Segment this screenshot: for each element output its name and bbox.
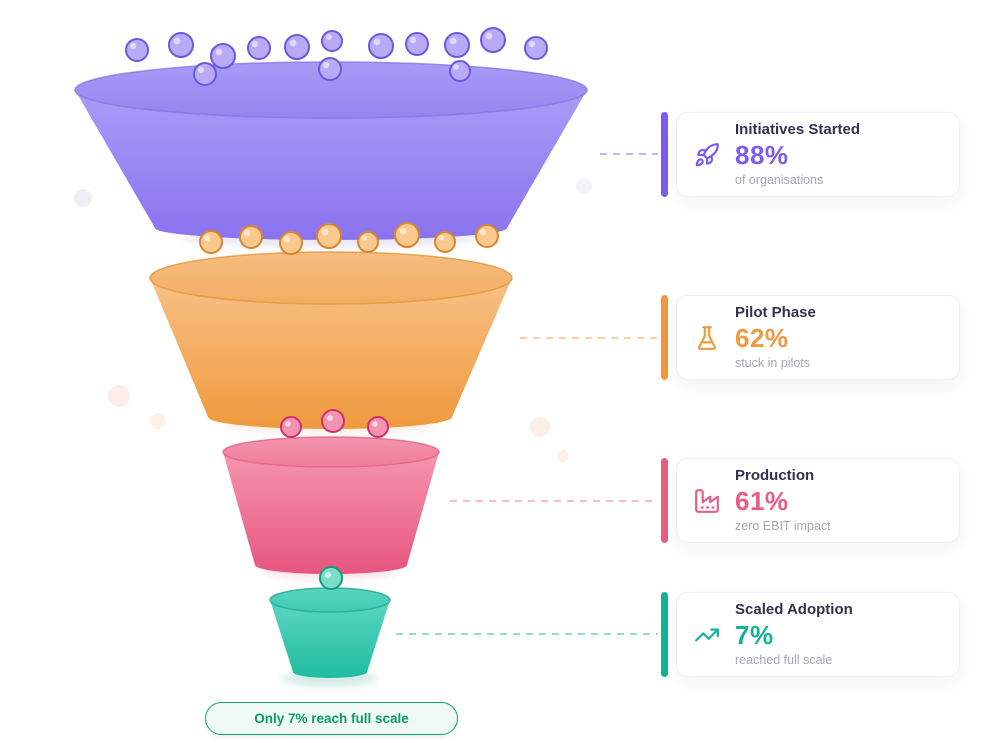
stage-title: Production	[735, 467, 815, 485]
stage-description: zero EBIT impact	[735, 518, 831, 533]
stage-value: 7%	[735, 619, 774, 650]
factory-icon	[692, 488, 722, 514]
flask-icon	[692, 325, 722, 351]
stage-value: 61%	[735, 485, 789, 516]
summary-badge: Only 7% reach full scale	[205, 702, 458, 735]
stage-title: Initiatives Started	[735, 121, 861, 139]
trend-up-icon	[692, 622, 722, 648]
rocket-icon	[692, 142, 722, 168]
stage-description: of organisations	[735, 172, 824, 187]
bubbles-initiatives	[125, 27, 548, 86]
bubbles-production	[280, 409, 389, 438]
stage-card-scaled: Scaled Adoption 7% reached full scale	[676, 592, 960, 677]
bubbles-pilot	[199, 222, 499, 255]
funnel-stage-scaled	[269, 587, 391, 678]
stage-card-initiatives: Initiatives Started 88% of organisations	[676, 112, 960, 197]
funnel-stage-initiatives	[74, 61, 588, 240]
funnel-stage-pilot	[149, 251, 513, 429]
stage-value: 88%	[735, 139, 789, 170]
accent-bar-production	[661, 458, 668, 543]
funnel-stage-production	[222, 436, 440, 574]
stage-title: Scaled Adoption	[735, 601, 853, 619]
stage-title: Pilot Phase	[735, 304, 816, 322]
stage-value: 62%	[735, 322, 789, 353]
accent-bar-initiatives	[661, 112, 668, 197]
accent-bar-pilot	[661, 295, 668, 380]
stage-card-pilot: Pilot Phase 62% stuck in pilots	[676, 295, 960, 380]
background-dots	[74, 178, 592, 462]
bubbles-scaled	[319, 566, 343, 590]
stage-card-production: Production 61% zero EBIT impact	[676, 458, 960, 543]
stage-description: stuck in pilots	[735, 355, 811, 370]
accent-bar-scaled	[661, 592, 668, 677]
stage-description: reached full scale	[735, 652, 833, 667]
